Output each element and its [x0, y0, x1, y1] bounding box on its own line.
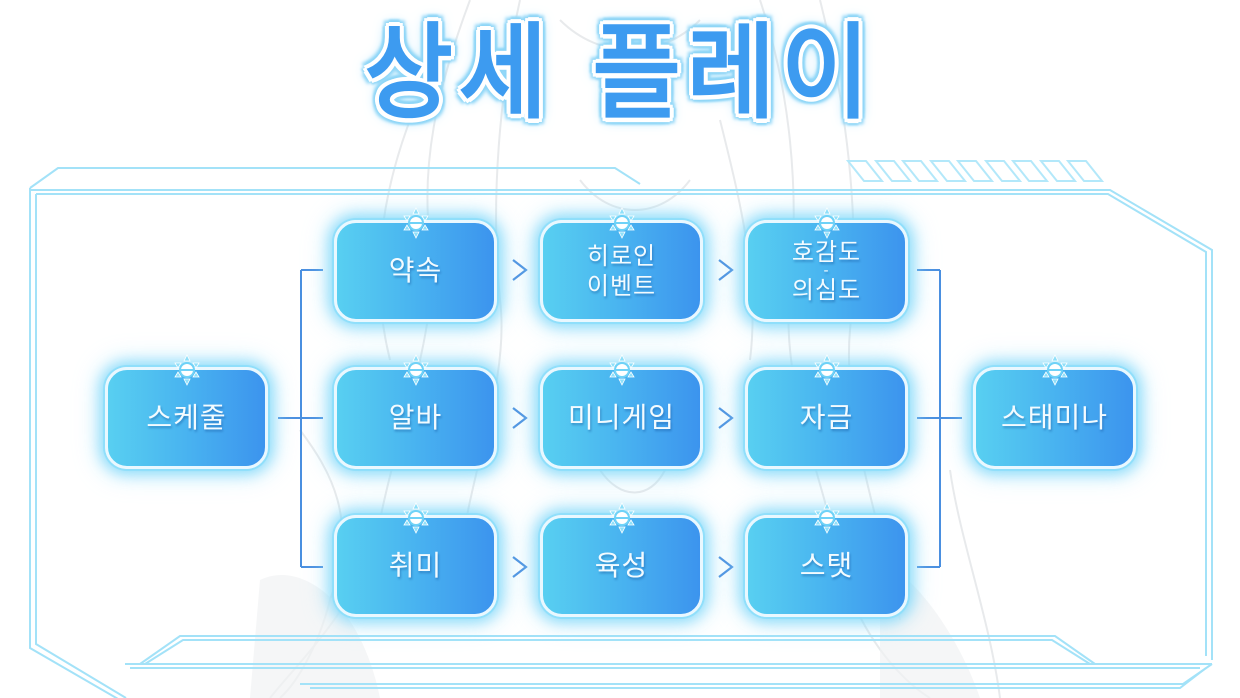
node-label: 육성	[594, 549, 649, 582]
node-label-line-2: 의심도	[791, 276, 862, 304]
node-schedule[interactable]: 스케줄	[105, 354, 268, 469]
node-label-line-2: 이벤트	[586, 272, 657, 300]
sun-compass-icon	[813, 354, 840, 386]
sun-compass-icon	[813, 502, 840, 534]
node-funds[interactable]: 자금	[745, 354, 908, 469]
sun-compass-icon	[608, 502, 635, 534]
node-label: 미니게임	[567, 401, 676, 434]
node-label: 취미	[388, 549, 443, 582]
arrow-glyphs	[512, 259, 734, 578]
stripe-decoration	[845, 160, 1105, 182]
node-heroine-event[interactable]: 히로인 이벤트	[540, 207, 703, 322]
sun-compass-icon	[402, 207, 429, 239]
sun-compass-icon	[608, 354, 635, 386]
sun-compass-icon	[402, 502, 429, 534]
page-title: 상세 플레이	[0, 8, 1240, 138]
node-label: 스탯	[799, 549, 854, 582]
sun-compass-icon	[173, 354, 200, 386]
node-affection-suspicion[interactable]: 호감도 - 의심도	[745, 207, 908, 322]
sun-compass-icon	[608, 207, 635, 239]
node-minigame[interactable]: 미니게임	[540, 354, 703, 469]
node-label-line-1: 호감도	[791, 238, 862, 266]
node-part-time[interactable]: 알바	[334, 354, 497, 469]
node-promise[interactable]: 약속	[334, 207, 497, 322]
node-label-line-1: 히로인	[586, 242, 657, 270]
node-stamina[interactable]: 스태미나	[973, 354, 1136, 469]
node-label: 스케줄	[146, 401, 227, 434]
sun-compass-icon	[402, 354, 429, 386]
node-label: 알바	[388, 401, 443, 434]
sun-compass-icon	[1041, 354, 1068, 386]
node-stats[interactable]: 스탯	[745, 502, 908, 617]
node-training[interactable]: 육성	[540, 502, 703, 617]
page-title-text: 상세 플레이	[364, 12, 876, 134]
node-label-separator: -	[823, 263, 830, 279]
node-hobby[interactable]: 취미	[334, 502, 497, 617]
node-label: 자금	[799, 401, 854, 434]
node-label: 약속	[388, 254, 443, 287]
sun-compass-icon	[813, 207, 840, 239]
node-label: 스태미나	[1000, 401, 1109, 434]
